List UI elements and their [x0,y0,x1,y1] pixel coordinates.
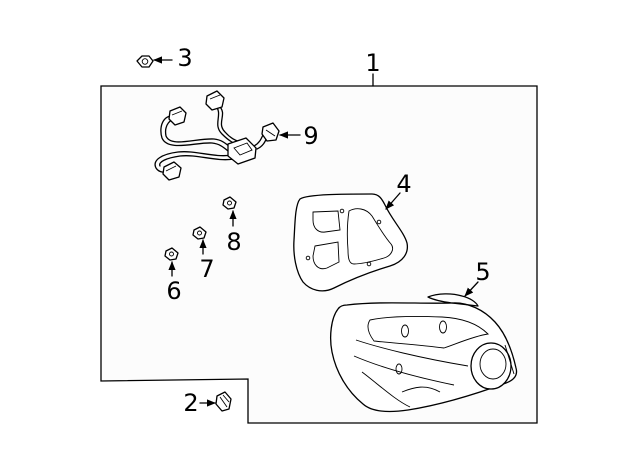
callout-5-leader [464,281,479,297]
callout-1-label: 1 [365,49,380,77]
callout-4-label: 4 [396,170,411,198]
part-9-wiring-harness [154,90,280,181]
part-6-bulb [164,247,179,261]
part-8-bulb [222,196,237,210]
callout-4-leader [385,192,401,210]
part-4-gasket [293,193,409,292]
part-3-nut [136,55,154,68]
callout-7-label: 7 [199,255,214,283]
part-7-bulb [192,226,207,240]
callout-6-label: 6 [166,277,181,305]
callout-3-label: 3 [177,44,192,72]
part-2-socket [215,391,232,412]
callout-5-label: 5 [475,258,490,286]
callout-8-label: 8 [226,228,241,256]
callout-2-label: 2 [183,389,198,417]
callout-9-label: 9 [303,122,318,150]
part-5-lamp-assembly [330,293,518,413]
